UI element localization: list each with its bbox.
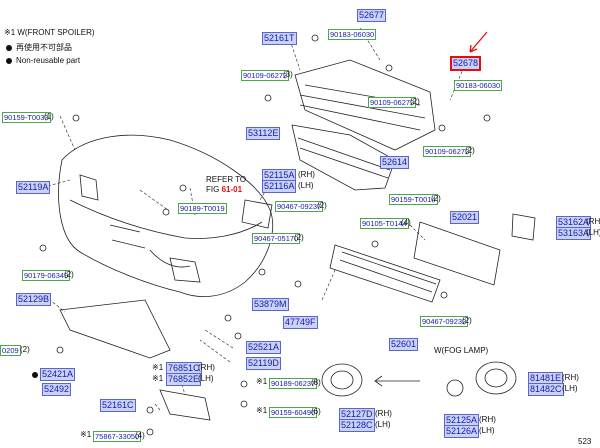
qty-90467-05170: (2) xyxy=(294,233,304,242)
part-52115A[interactable]: 52115A xyxy=(262,169,297,182)
qty-90105-T0144: (4) xyxy=(401,218,411,227)
qty-90179-06349: (2) xyxy=(64,270,74,279)
suffix-rh-81481E: (RH) xyxy=(562,373,579,382)
fog-cover-left-drawing xyxy=(321,363,363,397)
fog-cover-right-drawing xyxy=(475,361,517,395)
page-number: 523 xyxy=(578,437,592,446)
part-52119A[interactable]: 52119A xyxy=(16,181,51,194)
part-75867-33050[interactable]: 75867-33050 xyxy=(93,431,142,442)
part-90105-T0144[interactable]: 90105-T0144 xyxy=(360,218,409,229)
figure-link-61-01[interactable]: 61-01 xyxy=(221,185,243,194)
license-plate-bracket-drawing xyxy=(413,221,501,286)
part-52601[interactable]: 52601 xyxy=(389,338,419,351)
suffix-rh-53162A: (RH) xyxy=(586,217,600,226)
suffix-lh-76852E: (LH) xyxy=(198,374,214,383)
part-0209[interactable]: 0209 xyxy=(0,345,21,356)
suffix-lh-81482C: (LH) xyxy=(562,384,578,393)
part-52492[interactable]: 52492 xyxy=(42,383,72,396)
legend-non-reusable: Non-reusable part xyxy=(16,56,81,65)
fog-lamp-label: W(FOG LAMP) xyxy=(434,346,489,355)
part-90109-06272-2a[interactable]: 90109-06272 xyxy=(368,97,417,108)
refer-fig-prefix: FIG 61-01 xyxy=(206,185,243,194)
non-reusable-bullet-icon-2 xyxy=(6,58,12,64)
qty-90467-09232: (2) xyxy=(462,316,472,325)
part-52161C[interactable]: 52161C xyxy=(100,399,136,412)
part-47749F[interactable]: 47749F xyxy=(283,316,318,329)
part-90467-09232[interactable]: 90467-09232 xyxy=(420,316,469,327)
part-76852E[interactable]: 76852E xyxy=(166,373,202,386)
ref1-76851C: ※1 xyxy=(152,363,164,372)
suffix-rh-52115A: (RH) xyxy=(298,170,315,179)
suffix-lh-52126A: (LH) xyxy=(479,426,495,435)
part-81482C[interactable]: 81482C xyxy=(528,383,564,396)
suffix-rh-52127D: (RH) xyxy=(375,409,392,418)
part-90467-05170[interactable]: 90467-05170 xyxy=(252,233,301,244)
part-53112E[interactable]: 53112E xyxy=(246,127,281,140)
lower-grille-drawing xyxy=(291,124,396,191)
part-52161T[interactable]: 52161T xyxy=(262,32,297,45)
part-52521A[interactable]: 52521A xyxy=(246,341,282,354)
suffix-rh-52125A: (RH) xyxy=(479,415,496,424)
part-52421A[interactable]: 52421A xyxy=(40,368,76,381)
part-52021[interactable]: 52021 xyxy=(450,211,480,224)
qty-90189-06237: (8) xyxy=(311,378,321,387)
qty-0209: (2) xyxy=(20,345,30,354)
bumper-cover-drawing xyxy=(58,134,274,297)
part-90183-06030-a[interactable]: 90183-06030 xyxy=(328,29,377,40)
suffix-lh-53163A: (LH) xyxy=(586,228,600,237)
qty-90159-60496: (6) xyxy=(311,407,321,416)
suffix-lh-52128C: (LH) xyxy=(375,420,391,429)
part-90159-T0014[interactable]: 90159-T0014 xyxy=(389,194,438,205)
qty-90109-06272-3: (3) xyxy=(283,70,293,79)
upper-grille-drawing xyxy=(294,59,436,151)
front-spoiler-note: ※1 W(FRONT SPOILER) xyxy=(4,28,95,37)
part-52119D[interactable]: 52119D xyxy=(246,357,281,370)
ref1-75867-33050: ※1 xyxy=(80,430,92,439)
suffix-rh-76851C: (RH) xyxy=(198,363,215,372)
part-90189-T0019[interactable]: 90189-T0019 xyxy=(178,203,227,214)
part-53163A[interactable]: 53163A xyxy=(556,227,592,240)
qty-90109-06272-2a: (2) xyxy=(410,97,420,106)
part-90467-09237[interactable]: 90467-09237 xyxy=(275,201,324,212)
part-90189-06237[interactable]: 90189-06237 xyxy=(269,378,318,389)
fog-direction-arrow xyxy=(374,375,420,387)
ref1-90189-06237: ※1 xyxy=(256,377,268,386)
legend-jp: 再使用不可部品 xyxy=(16,43,72,52)
refer-to-label: REFER TO xyxy=(206,175,247,184)
part-52126A[interactable]: 52126A xyxy=(444,425,480,438)
part-52678-highlighted[interactable]: 52678 xyxy=(450,56,482,71)
part-53879M[interactable]: 53879M xyxy=(252,298,289,311)
part-52614[interactable]: 52614 xyxy=(380,156,410,169)
part-90109-06272-2b[interactable]: 90109-06272 xyxy=(423,146,472,157)
part-52677[interactable]: 52677 xyxy=(357,9,387,22)
qty-75867-33050: (4) xyxy=(135,431,145,440)
part-52116A[interactable]: 52116A xyxy=(262,180,297,193)
part-52129B[interactable]: 52129B xyxy=(16,293,52,306)
lower-absorber-drawing xyxy=(59,299,171,359)
suffix-lh-52116A: (LH) xyxy=(298,181,314,190)
ref1-76852E: ※1 xyxy=(152,374,164,383)
qty-90467-09237: (2) xyxy=(317,201,327,210)
part-90159-T0033[interactable]: 90159-T0033 xyxy=(2,112,51,123)
part-90179-06349[interactable]: 90179-06349 xyxy=(22,270,71,281)
non-reusable-bullet-icon xyxy=(6,45,12,51)
ref1-90159-60496: ※1 xyxy=(256,406,268,415)
part-90183-06030-b[interactable]: 90183-06030 xyxy=(454,80,503,91)
qty-90159-T0033: (1) xyxy=(44,112,54,121)
highlight-pointer-arrow xyxy=(469,31,488,53)
non-reusable-marker-52421A xyxy=(32,372,38,378)
qty-90109-06272-2b: (2) xyxy=(465,146,475,155)
reinforcement-drawing xyxy=(329,244,441,303)
part-90159-60496[interactable]: 90159-60496 xyxy=(269,407,318,418)
qty-90159-T0014: (2) xyxy=(431,194,441,203)
part-90109-06272-3[interactable]: 90109-06272 xyxy=(241,70,290,81)
part-52128C[interactable]: 52128C xyxy=(339,419,375,432)
